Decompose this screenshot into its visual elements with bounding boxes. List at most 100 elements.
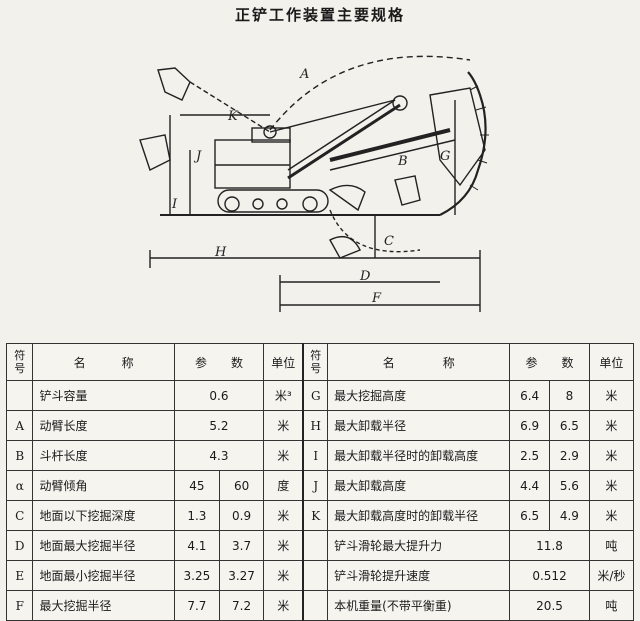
row-name: 斗杆长度	[32, 440, 175, 471]
row-unit: 米	[588, 470, 635, 501]
row-unit: 米	[263, 440, 304, 471]
row-name: 最大挖掘高度	[327, 380, 511, 411]
row-value-1: 3.25	[173, 560, 221, 591]
diagram-label-j: J	[193, 149, 202, 164]
row-value-1: 6.4	[509, 380, 551, 411]
row-symbol	[302, 560, 329, 591]
row-value-1: 1.3	[173, 500, 221, 531]
row-value-2: 6.5	[549, 410, 590, 441]
table-header-row: 符号 名 称 参 数 单位 符号 名 称 参 数 单位	[5, 343, 635, 381]
row-value-1: 6.5	[509, 500, 551, 531]
header-symbol: 符号	[5, 343, 34, 381]
diagram-label-c: C	[384, 234, 394, 249]
row-value-2: 3.7	[219, 530, 265, 561]
diagram-label-f: F	[371, 291, 382, 306]
row-unit: 吨	[588, 590, 635, 621]
row-name: 铲斗滑轮最大提升力	[327, 530, 511, 561]
row-unit: 米	[263, 530, 304, 561]
row-unit: 米	[263, 590, 304, 621]
diagram-label-b: B	[397, 154, 408, 169]
row-unit: 米	[588, 410, 635, 441]
row-name: 动臂倾角	[32, 470, 175, 501]
row-value-1: 4.1	[173, 530, 221, 561]
row-value-2: 7.2	[219, 590, 265, 621]
row-symbol	[302, 590, 329, 621]
row-name: 铲斗容量	[32, 380, 175, 411]
header-name: 名 称	[32, 343, 175, 381]
row-name: 最大卸载半径	[327, 410, 511, 441]
page-title: 正铲工作装置主要规格	[234, 6, 405, 24]
row-unit: 米	[263, 410, 304, 441]
row-value-2: 5.6	[549, 470, 590, 501]
row-name: 动臂长度	[32, 410, 175, 441]
row-unit: 米	[263, 560, 304, 591]
header-param: 参 数	[509, 343, 590, 381]
row-symbol: G	[302, 380, 329, 411]
row-value-2: 0.9	[219, 500, 265, 531]
row-unit: 米	[588, 500, 635, 531]
row-unit: 米	[263, 500, 304, 531]
header-name: 名 称	[327, 343, 511, 381]
row-value: 5.2	[173, 410, 265, 441]
row-symbol: K	[302, 500, 329, 531]
diagram-label-a: A	[299, 67, 309, 82]
row-value-2: 60	[219, 470, 265, 501]
header-unit: 单位	[588, 343, 635, 381]
row-value-1: 6.9	[509, 410, 551, 441]
row-symbol	[302, 530, 329, 561]
row-symbol	[5, 380, 34, 411]
row-unit: 米	[588, 380, 635, 411]
row-name: 地面最小挖掘半径	[32, 560, 175, 591]
row-name: 最大卸载半径时的卸载高度	[327, 440, 511, 471]
row-unit: 吨	[588, 530, 635, 561]
row-name: 最大挖掘半径	[32, 590, 175, 621]
row-value-1: 45	[173, 470, 221, 501]
diagram-label-k: K	[227, 109, 239, 124]
row-unit: 米³	[263, 380, 304, 411]
row-symbol: B	[5, 440, 34, 471]
row-value-2: 8	[549, 380, 590, 411]
row-symbol: H	[302, 410, 329, 441]
header-unit: 单位	[263, 343, 304, 381]
row-value-1: 7.7	[173, 590, 221, 621]
row-name: 最大卸载高度	[327, 470, 511, 501]
row-name: 铲斗滑轮提升速度	[327, 560, 511, 591]
row-symbol: F	[5, 590, 34, 621]
excavator-diagram: A K J I H B G C D F	[139, 55, 489, 312]
row-value: 0.6	[173, 380, 265, 411]
row-value-2: 3.27	[219, 560, 265, 591]
diagram-label-h: H	[214, 245, 227, 260]
header-param: 参 数	[173, 343, 265, 381]
row-unit: 米/秒	[588, 560, 635, 591]
row-unit: 米	[588, 440, 635, 471]
row-value-2: 2.9	[549, 440, 590, 471]
row-value: 0.512	[509, 560, 590, 591]
diagram-label-d: D	[359, 269, 371, 284]
row-name: 最大卸载高度时的卸载半径	[327, 500, 511, 531]
row-name: 本机重量(不带平衡重)	[327, 590, 511, 621]
row-unit: 度	[263, 470, 304, 501]
row-symbol: C	[5, 500, 34, 531]
row-value-2: 4.9	[549, 500, 590, 531]
row-value: 11.8	[509, 530, 590, 561]
row-symbol: I	[302, 440, 329, 471]
row-symbol: E	[5, 560, 34, 591]
row-symbol: J	[302, 470, 329, 501]
row-value-1: 2.5	[509, 440, 551, 471]
row-value: 20.5	[509, 590, 590, 621]
row-value-1: 4.4	[509, 470, 551, 501]
header-symbol: 符号	[302, 343, 329, 381]
row-name: 地面最大挖掘半径	[32, 530, 175, 561]
diagram-label-i: I	[171, 197, 178, 212]
row-name: 地面以下挖掘深度	[32, 500, 175, 531]
diagram-label-g: G	[440, 149, 450, 164]
row-symbol: D	[5, 530, 34, 561]
